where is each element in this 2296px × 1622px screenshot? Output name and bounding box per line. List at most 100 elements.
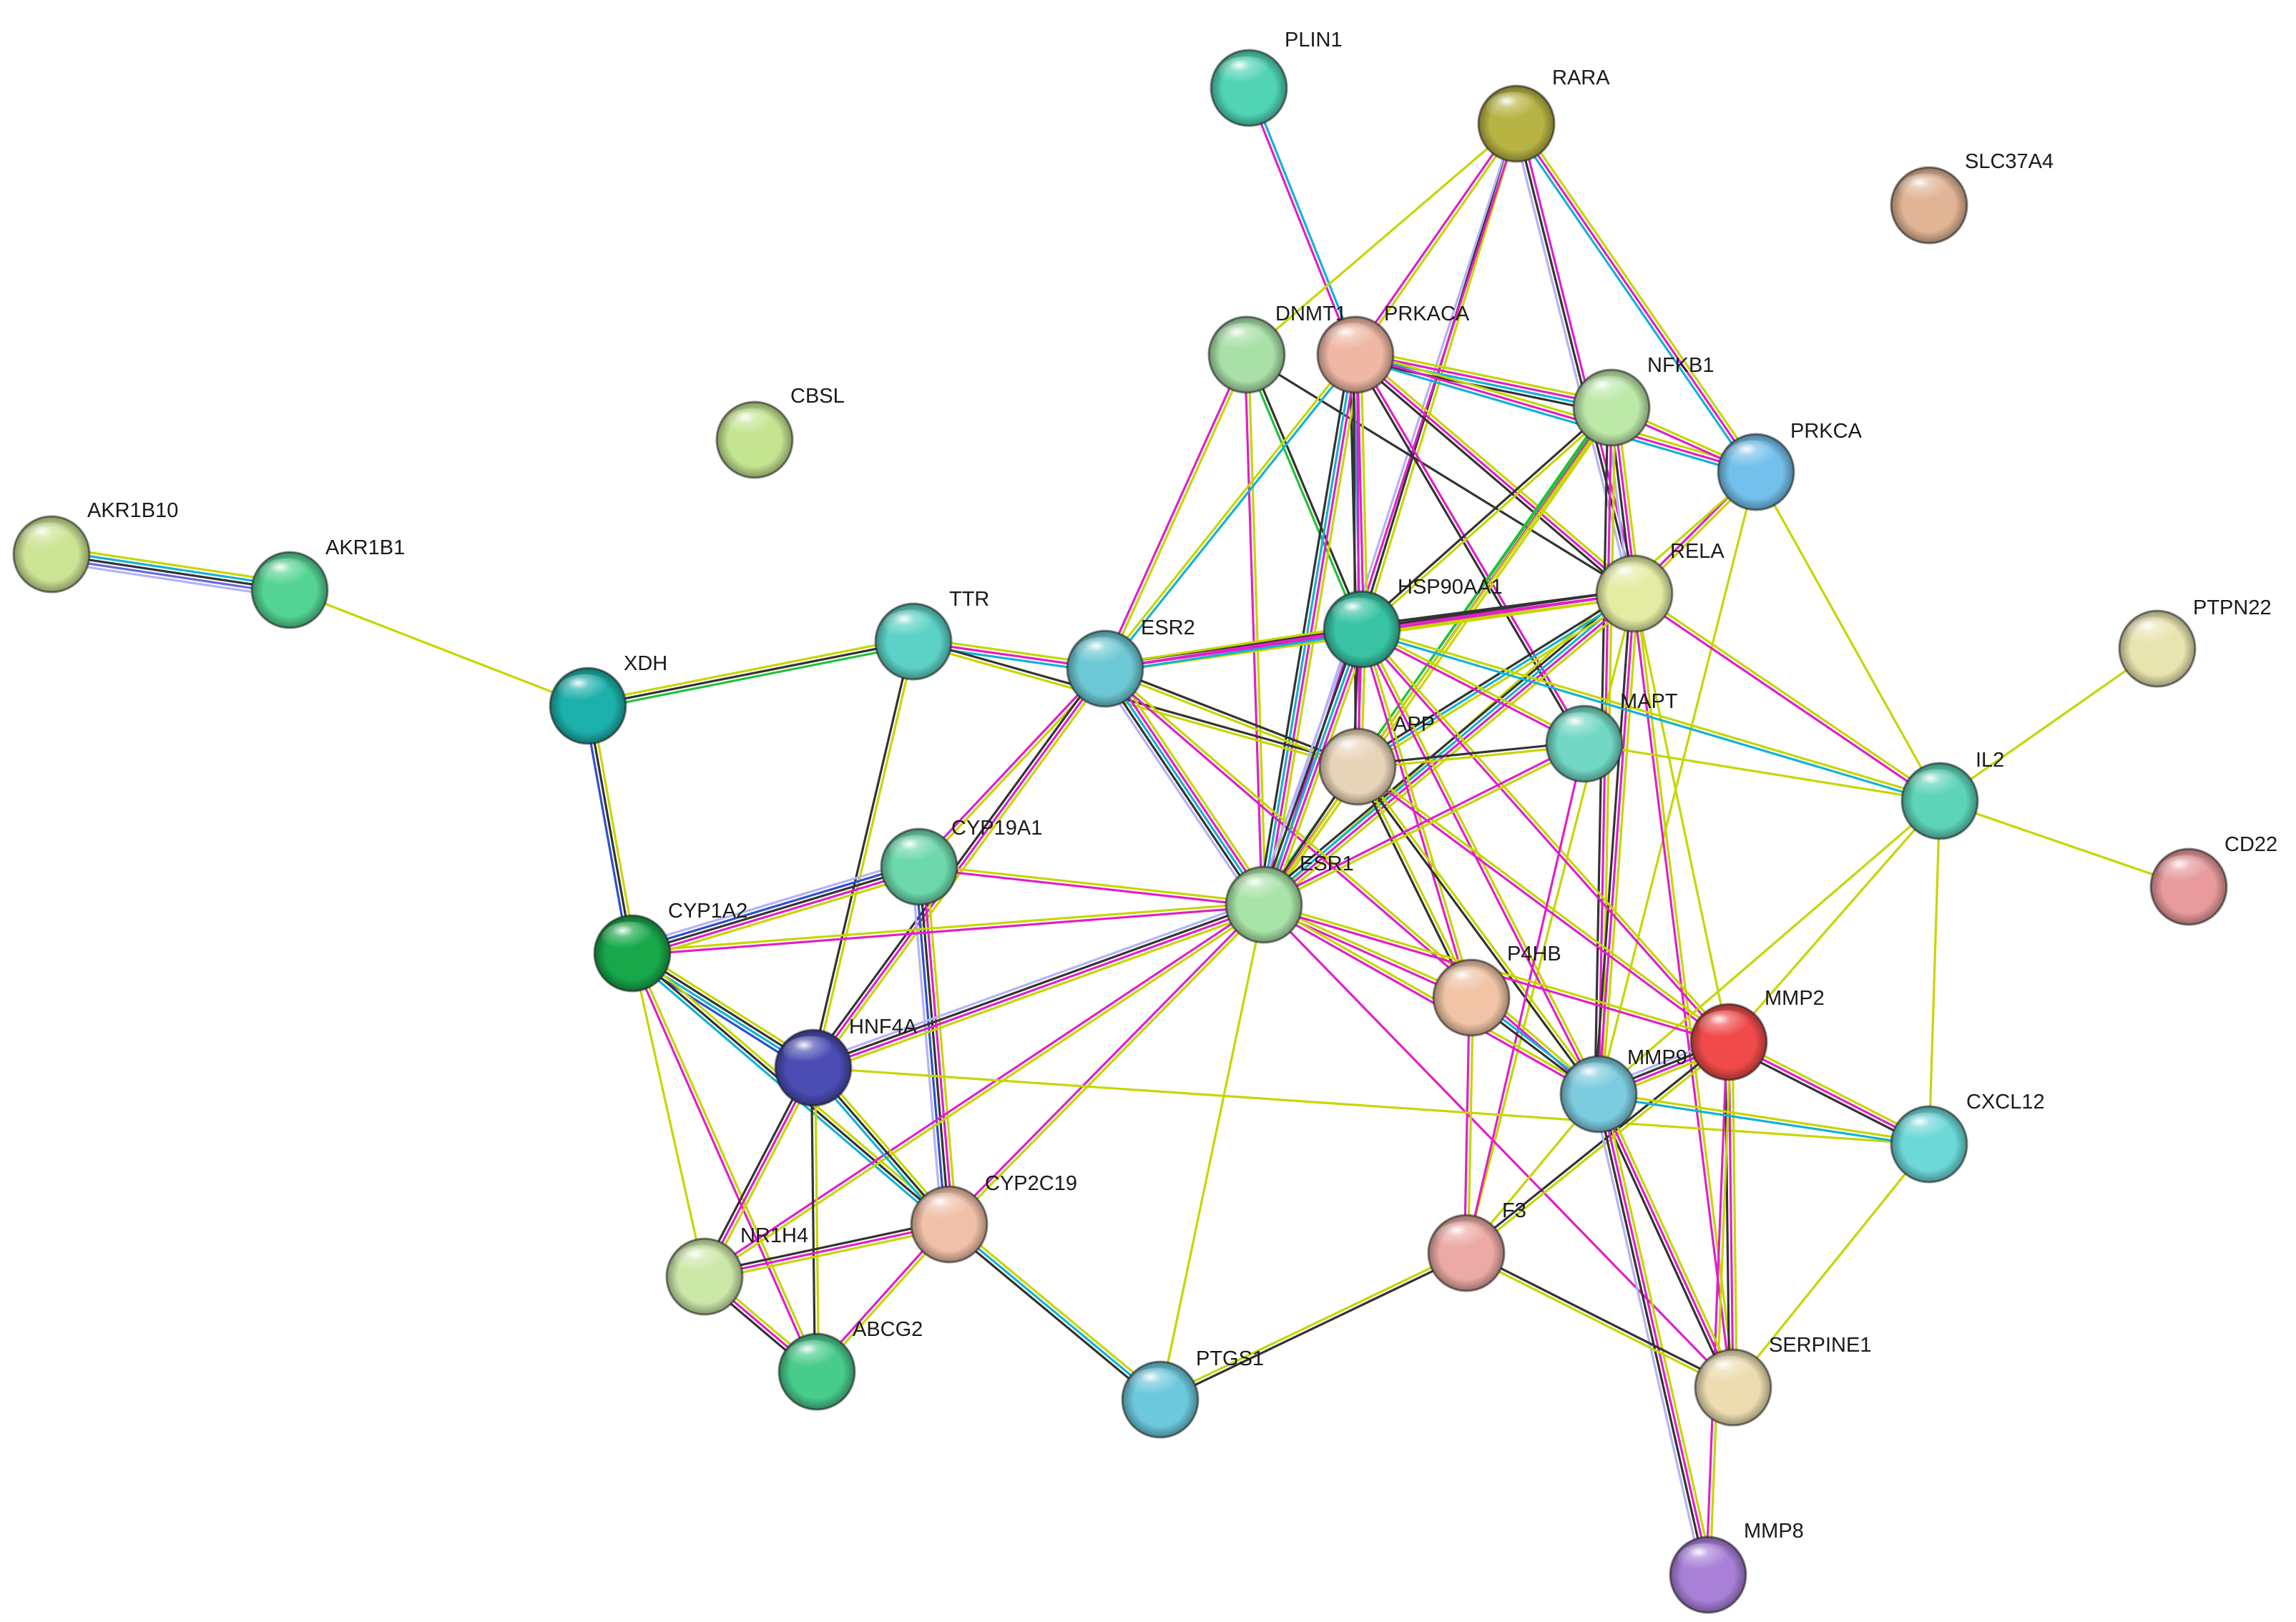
node-label: CYP19A1 [951,817,1042,840]
edge-line-yellow [1731,1041,1738,1389]
node-app[interactable]: APP [1318,713,1435,806]
node-highlight [1216,323,1272,355]
node-label: ABCG2 [853,1318,923,1341]
node-highlight [786,1340,842,1372]
edge-line-cyan [1104,667,1265,906]
edge-line-yellow [1361,626,1586,744]
node-esr2[interactable]: ESR2 [1066,616,1195,708]
edge-line-cyan [1353,355,1613,411]
edge-line-cyan [1512,124,1755,476]
edge-line-cyan [1105,355,1358,672]
node-mmp2[interactable]: MMP2 [1689,987,1825,1081]
edge-cyp19a1-esr1 [918,863,1265,908]
edge-line-magenta [1266,629,1367,908]
node-cbsl[interactable]: CBSL [715,385,845,479]
node-rara[interactable]: RARA [1477,67,1610,163]
node-prkca[interactable]: PRKCA [1717,420,1863,511]
node-abcg2[interactable]: ABCG2 [777,1318,923,1411]
edge-line-yellow [1103,669,1358,770]
edge-line-magenta [1354,353,1757,473]
node-hsp90aa1[interactable]: HSP90AA1 [1323,576,1503,669]
node-label: PRKCA [1790,420,1863,443]
node-akr1b1[interactable]: AKR1B1 [250,536,405,629]
edge-line-blue [914,865,947,1227]
edge-dnmt1-esr1 [1243,353,1267,906]
edge-mapt-il2 [1583,742,1941,802]
node-highlight [259,558,315,591]
node-akr1b10[interactable]: AKR1B10 [12,499,178,594]
node-nfkb1[interactable]: NFKB1 [1572,354,1714,447]
edge-line-yellow [1755,471,1941,802]
edge-line-black [1259,626,1360,905]
node-prkaca[interactable]: PRKACA [1316,303,1470,394]
edge-line-cyan [1597,1094,1930,1148]
node-highlight [1554,712,1609,744]
node-cyp19a1[interactable]: CYP19A1 [880,817,1042,906]
edge-esr1-serpine1 [1262,903,1735,1389]
node-mmp8[interactable]: MMP8 [1669,1520,1804,1614]
node-esr1[interactable]: ESR1 [1225,852,1354,944]
edge-mmp2-serpine1 [1724,1041,1738,1389]
edge-il2-cxcl12 [1928,800,1941,1146]
edge-line-black [1354,589,1634,765]
node-mmp9[interactable]: MMP9 [1559,1046,1687,1134]
edge-esr2-esr1 [1097,663,1272,910]
node-nr1h4[interactable]: NR1H4 [665,1224,808,1316]
edge-line-black [1101,669,1262,908]
node-serpine1[interactable]: SERPINE1 [1694,1334,1871,1427]
edge-line-black [946,1226,1159,1404]
edge-esr1-ptgs1 [1159,903,1265,1401]
edge-line-lavender [1511,123,1632,596]
edge-line-magenta [1632,594,1941,804]
node-mapt[interactable]: MAPT [1545,690,1678,783]
node-cd22[interactable]: CD22 [2149,833,2277,926]
edge-line-cyan [1249,86,1359,355]
edge-line-black [50,553,291,591]
node-xdh[interactable]: XDH [549,652,667,745]
edge-prkaca-esr2 [1102,352,1358,672]
edge-mapt-esr1 [1262,741,1586,908]
node-highlight [1725,440,1781,473]
node-ptpn22[interactable]: PTPN22 [2118,596,2272,688]
node-ptgs1[interactable]: PTGS1 [1121,1347,1264,1439]
node-cyp1a2[interactable]: CYP1A2 [593,900,747,993]
edge-line-yellow [1727,800,1941,1043]
node-dnmt1[interactable]: DNMT1 [1207,303,1347,394]
node-label: ESR1 [1300,852,1354,875]
edge-line-magenta [916,666,1105,867]
edge-mmp2-mmp8 [1704,1041,1732,1576]
edge-line-cyan [1356,592,1636,768]
edge-line-purple [49,556,290,595]
node-il2[interactable]: IL2 [1900,749,2004,840]
edge-line-lavender [629,858,918,948]
edge-rara-prkaca [1353,121,1519,358]
node-f3[interactable]: F3 [1427,1199,1526,1292]
edge-line-cyan [1260,353,1355,906]
node-ttr[interactable]: TTR [874,588,989,681]
node-label: HNF4A [849,1016,918,1038]
node-cyp2c19[interactable]: CYP2C19 [910,1172,1077,1264]
node-rela[interactable]: RELA [1595,540,1725,633]
edge-dnmt1-rela [1245,353,1636,595]
node-cxcl12[interactable]: CXCL12 [1890,1091,2045,1184]
edge-line-lavender [1591,1094,1704,1578]
node-label: XDH [624,652,667,675]
node-hnf4a[interactable]: HNF4A [774,1016,918,1107]
edge-f3-ptgs1 [1158,1250,1468,1402]
edge-line-magenta [1107,665,1268,904]
edge-line-magenta [1360,629,1585,747]
node-label: NFKB1 [1647,354,1714,377]
edge-line-black [1159,1253,1468,1402]
node-slc37a4[interactable]: SLC37A4 [1890,150,2054,245]
edge-line-magenta [1264,123,1520,907]
node-p4hb[interactable]: P4HB [1432,943,1561,1037]
edge-line-yellow [925,865,958,1225]
edge-line-magenta [1465,742,1586,1254]
edge-line-blue [629,862,920,951]
node-highlight [1233,873,1289,905]
node-label: CYP2C19 [985,1172,1077,1195]
node-plin1[interactable]: PLIN1 [1210,29,1343,127]
node-label: PLIN1 [1285,29,1343,51]
edge-line-yellow [1464,1253,1734,1390]
